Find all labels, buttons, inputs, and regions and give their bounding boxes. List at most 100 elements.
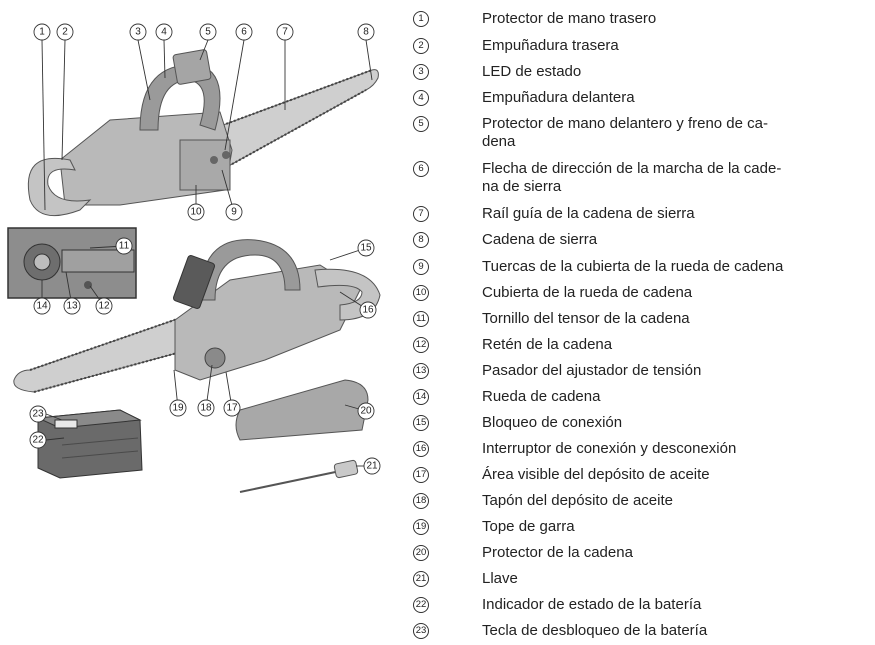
chainsaw-other-side-view	[13, 239, 381, 393]
callout-2: 2	[56, 23, 74, 41]
legend-number: 19	[413, 519, 429, 535]
legend-label: Llave	[482, 570, 518, 587]
callout-22: 22	[29, 431, 47, 449]
callout-4: 4	[155, 23, 173, 41]
svg-text:13: 13	[66, 301, 78, 312]
callout-18: 18	[197, 399, 215, 417]
legend-label: Tuercas de la cubierta de la rueda de ca…	[482, 258, 784, 275]
legend-label: Indicador de estado de la batería	[482, 596, 702, 613]
legend-label: Bloqueo de conexión	[482, 414, 623, 431]
legend-label: Protector de la cadena	[482, 544, 633, 561]
legend-number: 23	[413, 623, 429, 639]
legend-label: Área visible del depósito de aceite	[482, 466, 710, 483]
svg-text:21: 21	[366, 461, 378, 472]
callout-15: 15	[357, 239, 375, 257]
svg-text:10: 10	[190, 207, 202, 218]
svg-text:9: 9	[231, 207, 237, 218]
legend-number: 21	[413, 571, 429, 587]
callout-13: 13	[63, 297, 81, 315]
legend-number: 5	[413, 116, 429, 132]
callout-23: 23	[29, 405, 47, 423]
callout-3: 3	[129, 23, 147, 41]
svg-text:4: 4	[161, 27, 167, 38]
front-handle-bottom	[199, 239, 301, 301]
wrench	[239, 459, 359, 493]
svg-text:19: 19	[172, 403, 184, 414]
legend-number: 3	[413, 64, 429, 80]
chainsaw-parts-illustration: 1 2 3 4 5 6 7 8 9 10 11 12 13 14 15 16 1…	[7, 23, 381, 493]
callout-16: 16	[359, 301, 377, 319]
callout-11: 11	[115, 237, 133, 255]
legend-label: Protector de mano delantero y freno de c…	[482, 115, 768, 150]
chainsaw-side-view	[27, 49, 379, 217]
legend-number: 17	[413, 467, 429, 483]
svg-text:5: 5	[205, 27, 211, 38]
svg-text:7: 7	[282, 27, 288, 38]
svg-text:15: 15	[360, 243, 372, 254]
legend-number: 10	[413, 285, 429, 301]
callout-14: 14	[33, 297, 51, 315]
svg-text:8: 8	[363, 27, 369, 38]
svg-text:17: 17	[226, 403, 238, 414]
legend-number: 12	[413, 337, 429, 353]
callout-20: 20	[357, 402, 375, 420]
legend-number: 1	[413, 11, 429, 27]
legend-number: 2	[413, 38, 429, 54]
legend-label: Tornillo del tensor de la cadena	[482, 310, 690, 327]
callout-1: 1	[33, 23, 51, 41]
legend-number: 18	[413, 493, 429, 509]
legend-label: Empuñadura trasera	[482, 37, 619, 54]
legend-label: Tapón del depósito de aceite	[482, 492, 673, 509]
svg-text:12: 12	[98, 301, 110, 312]
callout-5: 5	[199, 23, 217, 41]
callout-12: 12	[95, 297, 113, 315]
callout-8: 8	[357, 23, 375, 41]
callout-19: 19	[169, 399, 187, 417]
legend-number: 20	[413, 545, 429, 561]
legend-label: Flecha de dirección de la marcha de la c…	[482, 160, 782, 195]
legend-number: 14	[413, 389, 429, 405]
svg-text:18: 18	[200, 403, 212, 414]
svg-text:2: 2	[62, 27, 68, 38]
legend-number: 22	[413, 597, 429, 613]
legend-label: Tope de garra	[482, 518, 575, 535]
guide-bar-top	[214, 69, 379, 169]
battery-pack	[36, 409, 143, 479]
svg-text:22: 22	[32, 435, 44, 446]
svg-text:16: 16	[362, 305, 374, 316]
rear-handle-top	[27, 157, 92, 217]
legend-label: Protector de mano trasero	[482, 10, 657, 27]
callout-9: 9	[225, 203, 243, 221]
callout-21: 21	[363, 457, 381, 475]
svg-text:20: 20	[360, 406, 372, 417]
legend-label: LED de estado	[482, 63, 582, 80]
legend-label: Pasador del ajustador de tensión	[482, 362, 702, 379]
legend-label: Retén de la cadena	[482, 336, 613, 353]
legend-label: Rueda de cadena	[482, 388, 601, 405]
svg-text:6: 6	[241, 27, 247, 38]
legend-number: 4	[413, 90, 429, 106]
callout-6: 6	[235, 23, 253, 41]
callout-7: 7	[276, 23, 294, 41]
legend-label: Raíl guía de la cadena de sierra	[482, 205, 695, 222]
callout-17: 17	[223, 399, 241, 417]
svg-text:14: 14	[36, 301, 48, 312]
legend-number: 8	[413, 232, 429, 248]
guide-bar-bottom	[13, 317, 189, 393]
legend-label: Empuñadura delantera	[482, 89, 635, 106]
legend-label: Cadena de sierra	[482, 231, 598, 248]
legend-label: Tecla de desbloqueo de la batería	[482, 622, 708, 639]
chain-sprocket-detail	[7, 227, 137, 299]
legend-number: 6	[413, 161, 429, 177]
svg-text:11: 11	[119, 241, 130, 252]
legend-number: 16	[413, 441, 429, 457]
legend-number: 11	[413, 311, 429, 327]
legend-label: Cubierta de la rueda de cadena	[482, 284, 693, 301]
legend-number: 13	[413, 363, 429, 379]
svg-text:23: 23	[32, 409, 44, 420]
legend-label: Interruptor de conexión y desconexión	[482, 440, 737, 457]
legend-number: 7	[413, 206, 429, 222]
svg-text:1: 1	[39, 27, 45, 38]
svg-text:3: 3	[135, 27, 141, 38]
callout-10: 10	[187, 203, 205, 221]
